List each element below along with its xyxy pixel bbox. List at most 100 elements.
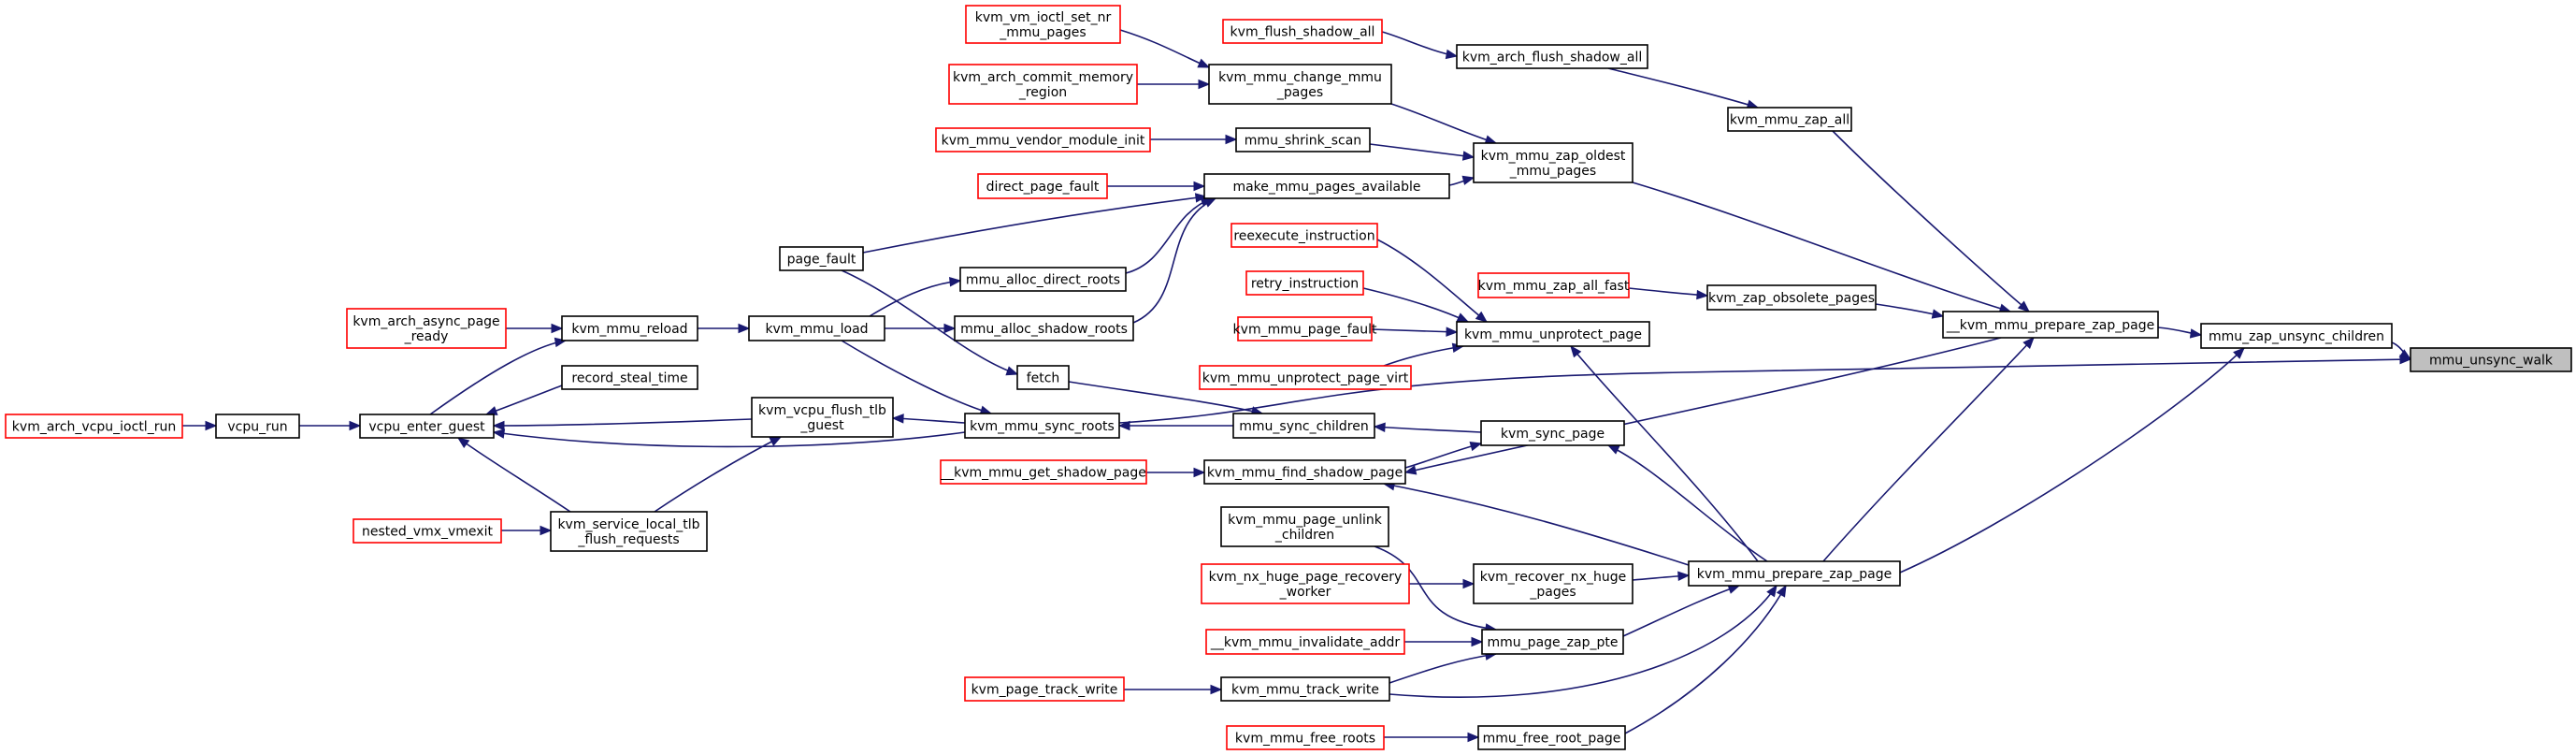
edge-line [1607,444,1768,562]
node-label: kvm_sync_page [1501,427,1605,442]
edge-retry_instruction-to-kvm_mmu_unprotect_page [1362,287,1470,323]
node-direct-page-fault[interactable]: direct_page_fault [977,173,1108,199]
node-kvm-arch-async-page-ready[interactable]: kvm_arch_async_page_ready [346,308,507,349]
node-label: kvm_recover_nx_huge [1480,570,1626,585]
edge-arrowhead [1210,684,1223,695]
edge-arrowhead [2233,347,2245,359]
edge-arrowhead [1117,420,1130,431]
edge-arrowhead [540,525,553,536]
edge-arrowhead [1469,442,1483,452]
edge-kvm_page_track_write-to-kvm_mmu_track_write [1124,684,1223,695]
node-label: __kvm_mmu_get_shadow_page [940,466,1146,481]
node-kvm-arch-commit-memory-region[interactable]: kvm_arch_commit_memory_region [948,64,1138,105]
node-mmu-free-root-page[interactable]: mmu_free_root_page [1477,725,1626,750]
edge-arrowhead [1193,467,1206,478]
edge-kvm_arch_commit_memory_region-to-kvm_mmu_change_mmu_pages [1137,79,1211,90]
node-kvm-mmu-change-mmu-pages[interactable]: kvm_mmu_change_mmu_pages [1208,64,1392,105]
node-reexecute-instruction[interactable]: reexecute_instruction [1230,223,1378,248]
node-kvm-mmu-zap-oldest-mmu-pages[interactable]: kvm_mmu_zap_oldest_mmu_pages [1473,142,1633,183]
node-kvm-mmu-zap-all[interactable]: kvm_mmu_zap_all [1727,107,1852,132]
node-label: _guest [799,418,844,433]
node-record-steal-time[interactable]: record_steal_time [561,365,698,390]
node-kvm-sync-page[interactable]: kvm_sync_page [1480,420,1625,446]
node-kvm-nx-huge-page-recovery-worker[interactable]: kvm_nx_huge_page_recovery_worker [1201,563,1410,604]
node-fetch[interactable]: fetch [1016,365,1070,390]
edge-arrowhead [551,323,564,334]
node-kvm-recover-nx-huge-pages[interactable]: kvm_recover_nx_huge_pages [1473,563,1633,604]
node-mmu-alloc-shadow-roots[interactable]: mmu_alloc_shadow_roots [954,315,1134,341]
node-label: kvm_mmu_page_fault [1233,323,1377,338]
node-kvm-vcpu-flush-tlb-guest[interactable]: kvm_vcpu_flush_tlb_guest [751,397,894,438]
node---kvm-mmu-prepare-zap-page[interactable]: __kvm_mmu_prepare_zap_page [1942,311,2159,339]
edge-kvm_mmu_find_shadow_page-to-kvm_sync_page [1404,442,1483,469]
node-page-fault[interactable]: page_fault [779,246,864,271]
node-mmu-shrink-scan[interactable]: mmu_shrink_scan [1235,127,1371,152]
node-kvm-flush-shadow-all[interactable]: kvm_flush_shadow_all [1222,19,1383,44]
node-label: kvm_flush_shadow_all [1230,25,1375,40]
edge-line [1632,181,2011,312]
nodes-layer: mmu_unsync_walkmmu_zap_unsync_children__… [5,5,2572,750]
node-kvm-arch-vcpu-ioctl-run[interactable]: kvm_arch_vcpu_ioctl_run [5,414,183,439]
node-retry-instruction[interactable]: retry_instruction [1245,270,1364,296]
node-kvm-mmu-find-shadow-page[interactable]: kvm_mmu_find_shadow_page [1203,459,1406,485]
edge-arrowhead [1766,584,1777,598]
edge-vcpu_enter_guest-to-kvm_mmu_reload [429,337,568,415]
node-kvm-mmu-reload[interactable]: kvm_mmu_reload [561,315,698,341]
edge-mmu_free_root_page-to-kvm_mmu_prepare_zap_page [1624,584,1787,734]
node-box [1688,560,1901,587]
edge-arrowhead [1373,422,1386,432]
edge-kvm_mmu_prepare_zap_page-to-kvm_mmu_find_shadow_page [1382,481,1690,566]
node-label: kvm_arch_flush_shadow_all [1462,51,1643,65]
edge-line [457,437,571,513]
node-kvm-mmu-zap-all-fast[interactable]: kvm_mmu_zap_all_fast [1477,272,1630,298]
node-kvm-zap-obsolete-pages[interactable]: kvm_zap_obsolete_pages [1706,284,1877,311]
node-kvm-mmu-page-unlink-children[interactable]: kvm_mmu_page_unlink_children [1220,506,1389,547]
edge-kvm_mmu_zap_oldest_mmu_pages-to-__kvm_mmu_prepare_zap_page [1632,181,2012,313]
node-kvm-mmu-load[interactable]: kvm_mmu_load [748,315,885,341]
node-label: kvm_arch_vcpu_ioctl_run [12,420,176,435]
node---kvm-mmu-get-shadow-page[interactable]: __kvm_mmu_get_shadow_page [940,459,1147,485]
edge-line [1376,239,1488,323]
edge-line [1383,345,1464,367]
edge-line [1125,197,1213,274]
node-make-mmu-pages-available[interactable]: make_mmu_pages_available [1203,173,1450,199]
node-mmu-alloc-direct-roots[interactable]: mmu_alloc_direct_roots [959,267,1127,292]
node-label: retry_instruction [1251,277,1359,292]
node-mmu-page-zap-pte[interactable]: mmu_page_zap_pte [1481,629,1624,655]
node-kvm-mmu-free-roots[interactable]: kvm_mmu_free_roots [1226,725,1385,750]
node---kvm-mmu-invalidate-addr[interactable]: __kvm_mmu_invalidate_addr [1205,629,1405,655]
node-kvm-mmu-unprotect-page[interactable]: kvm_mmu_unprotect_page [1456,321,1650,347]
node-box [1220,676,1390,702]
edge-line [1383,483,1690,566]
node-label: kvm_arch_async_page [353,314,499,329]
edge-arrowhead [349,420,362,431]
node-kvm-page-track-write[interactable]: kvm_page_track_write [964,676,1125,702]
edge-kvm_arch_vcpu_ioctl_run-to-vcpu_run [182,420,218,431]
node-kvm-mmu-sync-roots[interactable]: kvm_mmu_sync_roots [964,413,1120,439]
edge-arrowhead [1193,181,1206,192]
edge-reexecute_instruction-to-kvm_mmu_unprotect_page [1376,239,1489,323]
node-vcpu-run[interactable]: vcpu_run [215,414,300,439]
node-vcpu-enter-guest[interactable]: vcpu_enter_guest [359,414,495,439]
node-nested-vmx-vmexit[interactable]: nested_vmx_vmexit [353,518,502,544]
node-label: kvm_mmu_change_mmu [1218,70,1382,85]
edge-line [892,417,966,424]
edge-kvm_vm_ioctl_set_nr_mmu_pages-to-kvm_mmu_change_mmu_pages [1119,29,1211,68]
node-kvm-mmu-page-fault[interactable]: kvm_mmu_page_fault [1233,316,1377,341]
edge-vcpu_run-to-vcpu_enter_guest [299,420,362,431]
node-label: nested_vmx_vmexit [362,525,493,540]
node-kvm-mmu-track-write[interactable]: kvm_mmu_track_write [1220,676,1390,702]
node-mmu-zap-unsync-children[interactable]: mmu_zap_unsync_children [2200,323,2393,349]
node-kvm-mmu-unprotect-page-virt[interactable]: kvm_mmu_unprotect_page_virt [1199,365,1412,390]
node-label: vcpu_run [227,420,287,435]
node-kvm-arch-flush-shadow-all[interactable]: kvm_arch_flush_shadow_all [1456,44,1648,69]
node-box [1480,420,1625,446]
node-mmu-sync-children[interactable]: mmu_sync_children [1232,413,1375,439]
node-box [561,315,698,341]
node-kvm-mmu-vendor-module-init[interactable]: kvm_mmu_vendor_module_init [935,127,1151,152]
node-kvm-vm-ioctl-set-nr-mmu-pages[interactable]: kvm_vm_ioctl_set_nr_mmu_pages [965,5,1121,44]
node-kvm-mmu-prepare-zap-page[interactable]: kvm_mmu_prepare_zap_page [1688,560,1901,587]
node-kvm-service-local-tlb-flush-requests[interactable]: kvm_service_local_tlb_flush_requests [550,511,708,552]
edge-kvm_arch_flush_shadow_all-to-kvm_mmu_zap_all [1607,67,1760,109]
node-label: kvm_mmu_zap_oldest [1481,149,1626,164]
